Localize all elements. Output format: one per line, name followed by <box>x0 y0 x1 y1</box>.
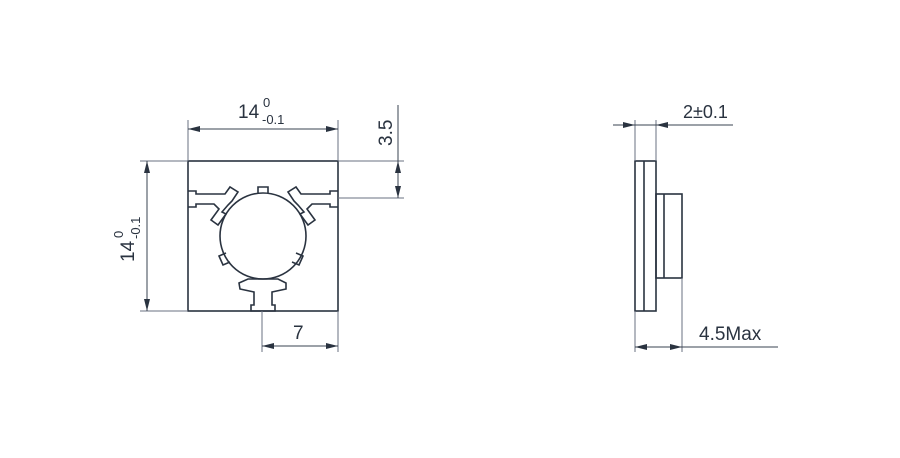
front-width-dimension <box>187 120 339 161</box>
width-dim-upper-tol: 0 <box>263 95 270 110</box>
height-dim-label: 14 0 -0.1 <box>111 217 143 262</box>
depth-dimension <box>634 278 778 352</box>
front-height-dimension <box>140 160 188 312</box>
lower-right-tab <box>291 252 305 267</box>
height-dim-lower-tol: -0.1 <box>128 217 143 239</box>
front-view-outline <box>187 160 339 312</box>
thickness-dim-text: 2±0.1 <box>683 102 728 122</box>
left-spring-arm <box>188 185 240 227</box>
depth-dim-text: 4.5Max <box>699 324 762 345</box>
side-view-boss <box>655 193 683 279</box>
offset-dim-text: 3.5 <box>376 120 397 146</box>
right-spring-arm <box>286 185 338 227</box>
width-dim-lower-tol: -0.1 <box>262 112 284 127</box>
top-tab <box>257 186 269 193</box>
center-opening <box>219 192 307 280</box>
front-view <box>187 160 339 312</box>
half-width-dimension <box>261 311 339 352</box>
side-view <box>634 160 683 312</box>
offset-dim-label: 3.5 <box>376 120 397 146</box>
side-view-plate <box>634 160 657 312</box>
width-dim-main: 14 <box>238 102 260 123</box>
height-dim-upper-tol: 0 <box>111 231 126 238</box>
height-dim-main: 14 <box>118 240 139 262</box>
thickness-dimension <box>613 120 733 161</box>
bottom-t-support <box>238 278 287 312</box>
lower-left-tab <box>217 252 231 267</box>
half-width-dim-text: 7 <box>293 323 304 344</box>
offset-dimension <box>338 105 404 199</box>
